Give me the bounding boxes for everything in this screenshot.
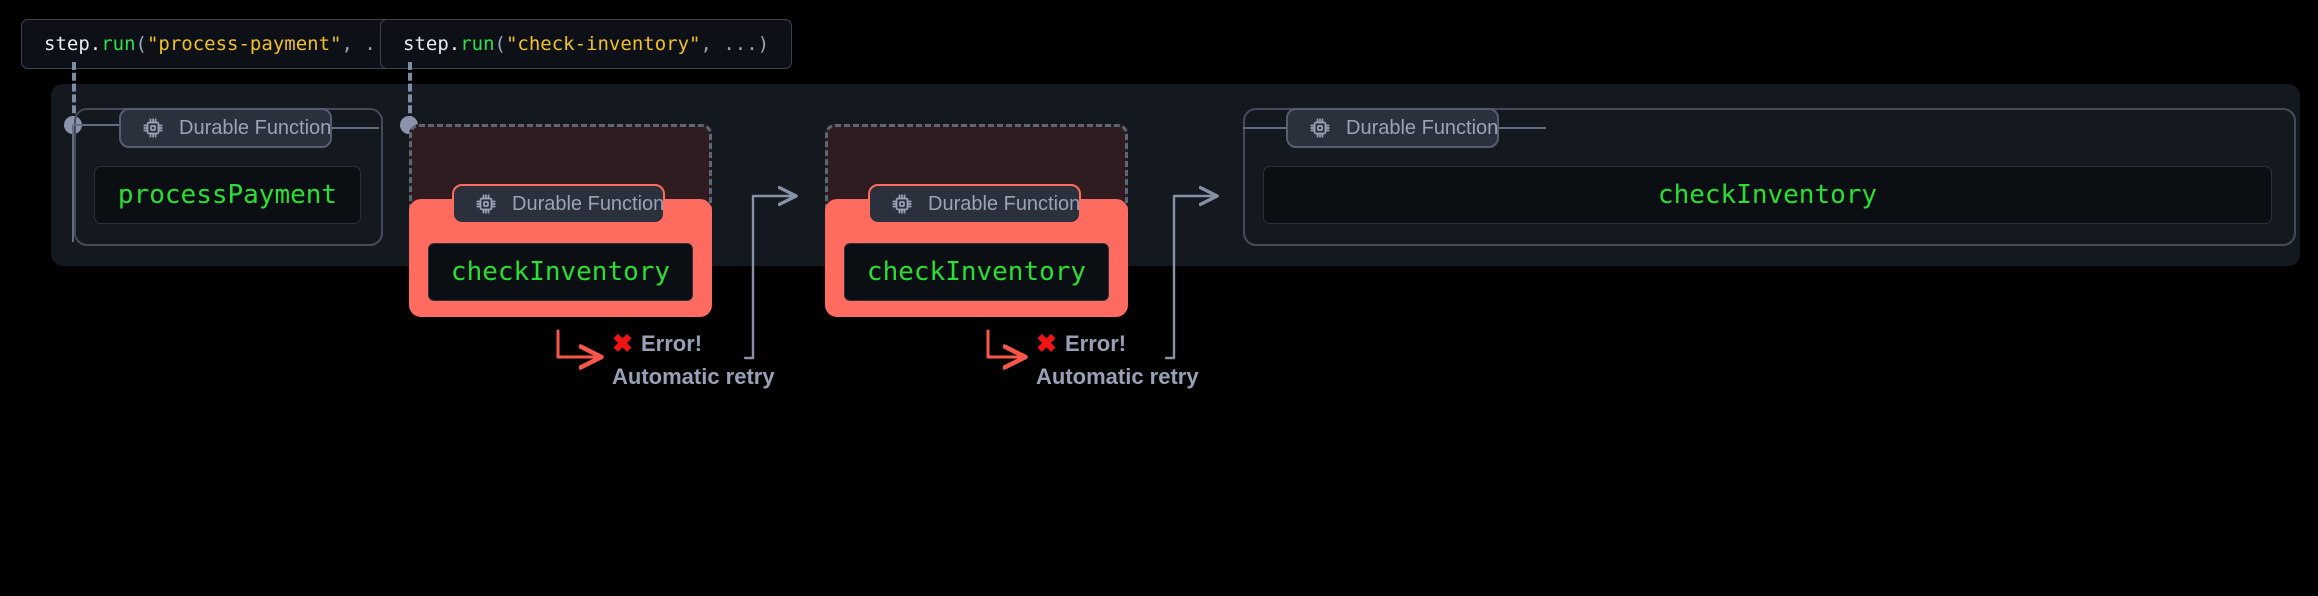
step-check-inventory-attempt-2-badge-label: Durable Function [928, 192, 1081, 215]
error-note-1-title-row: ✖ Error! [612, 331, 775, 357]
callout-2-arg: "check-inventory" [505, 33, 701, 55]
callout-check-inventory: step.run("check-inventory", ...) [380, 19, 793, 69]
callout-2-stem [408, 62, 412, 124]
chip-icon [1308, 116, 1332, 140]
error-note-2-title: Error! [1064, 331, 1127, 356]
step-process-payment-badge: Durable Function [119, 108, 332, 148]
step-process-payment-code: processPayment [94, 166, 361, 224]
step-check-inventory-success-group [1243, 108, 2296, 246]
step-check-inventory-success-badge-label: Durable Function [1346, 116, 1499, 139]
step-check-inventory-attempt-2-badge: Durable Function [868, 184, 1081, 224]
error-note-1-title: Error! [640, 331, 703, 356]
error-note-2-subtitle: Automatic retry [1036, 364, 1199, 389]
callout-1-prefix: step. [44, 33, 102, 55]
step-check-inventory-attempt-1-badge-label: Durable Function [512, 192, 665, 215]
callout-2-method: run [460, 33, 495, 55]
error-note-2: ✖ Error! Automatic retry [1036, 331, 1199, 390]
error-note-1: ✖ Error! Automatic retry [612, 331, 775, 390]
x-mark-icon: ✖ [1036, 329, 1057, 358]
callout-1-stem [72, 62, 76, 124]
chip-icon [474, 192, 498, 216]
error-arrow-1 [556, 329, 600, 357]
step-check-inventory-attempt-1-code: checkInventory [428, 243, 693, 301]
chip-icon [141, 116, 165, 140]
step-check-inventory-success-badge: Durable Function [1286, 108, 1499, 148]
step-check-inventory-success-code: checkInventory [1263, 166, 2272, 224]
x-mark-icon: ✖ [612, 329, 633, 358]
callout-1-arg: "process-payment" [146, 33, 342, 55]
callout-1-open-paren: ( [135, 33, 147, 55]
callout-2-open-paren: ( [494, 33, 506, 55]
step-check-inventory-attempt-2-code: checkInventory [844, 243, 1109, 301]
callout-2-rest: , ...) [700, 33, 770, 55]
step-process-payment-badge-label: Durable Function [179, 116, 332, 139]
error-note-1-subtitle: Automatic retry [612, 364, 775, 389]
chip-icon [890, 192, 914, 216]
error-note-2-title-row: ✖ Error! [1036, 331, 1199, 357]
callout-process-payment: step.run("process-payment", ...) [21, 19, 434, 69]
step-check-inventory-attempt-1-badge: Durable Function [452, 184, 665, 224]
callout-1-method: run [101, 33, 136, 55]
callout-2-prefix: step. [403, 33, 461, 55]
error-arrow-2 [986, 329, 1024, 357]
